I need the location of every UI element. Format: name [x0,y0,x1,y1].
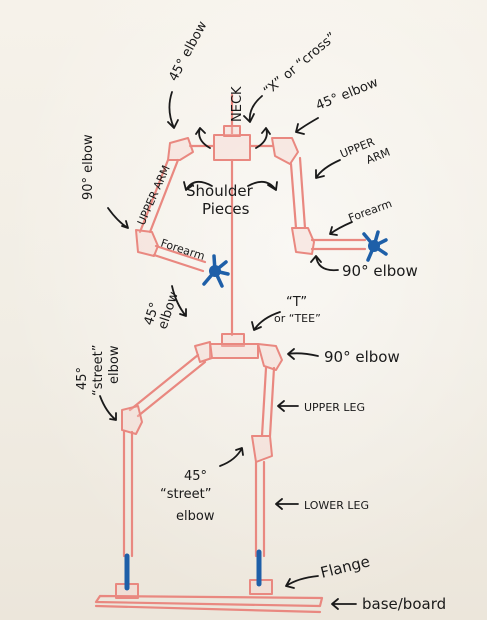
label-shoulder-pieces-2: Pieces [202,200,250,218]
left-upper-leg-pipe [128,353,200,412]
left-hand-blue [202,254,230,288]
label-tee-1: “T” [286,295,307,310]
right-upper-leg-pipe [260,366,268,438]
label-flange: Flange [319,552,372,582]
label-street-left-3: elbow [107,345,122,384]
left-hip-elbow [194,341,213,363]
left-knee-street-elbow [121,405,143,435]
right-hip-90-elbow [257,343,283,371]
right-knee-street-elbow [251,435,273,463]
label-upper-arm-left: UPPER ARM [135,163,173,227]
annotation-arrows [99,91,357,610]
arrow-90-elbow-left [107,207,129,229]
arrow-cross [243,95,263,123]
label-shoulder-pieces-1: Shoulder [186,182,254,200]
arrow-forearm-right [329,221,353,236]
label-street-left-1: 45° [75,367,90,390]
label-90-elbow-right: 90° elbow [342,262,418,280]
tee-fitting [209,343,259,359]
label-lower-leg: LOWER LEG [304,499,369,512]
arrow-tee [251,311,281,331]
label-90-elbow-hip: 90° elbow [324,348,400,366]
label-90-elbow-left: 90° elbow [81,134,96,200]
arrow-shoulder-left [195,127,211,149]
label-45-elbow-right-shoulder: 45° elbow [314,75,381,114]
label-street-mid-3: elbow [176,509,215,524]
arrow-45-elbow-right [295,117,319,135]
right-hand-blue [362,230,388,262]
label-tee-2: or “TEE” [274,312,321,325]
blue-parts [124,230,388,591]
base-board [94,594,324,608]
left-forearm-pipe [154,244,207,264]
arrow-street-mid [219,447,244,467]
arrow-45-elbow-left [167,91,179,129]
arrow-lower-leg [275,498,299,510]
label-45-elbow-left-shoulder: 45° elbow [166,19,210,84]
label-street-mid-2: “street” [160,487,212,502]
arrow-upper-arm-right [315,159,341,179]
label-cross: “X” or “cross” [261,30,339,99]
cross-fitting-top [223,125,241,137]
right-upper-arm-pipe [289,162,298,230]
arrow-90-elbow-right [310,255,339,272]
left-upper-arm-pipe [138,158,170,234]
label-street-mid-1: 45° [184,469,207,484]
arrow-shoulder-right [255,127,271,149]
arrow-upper-leg [277,400,299,412]
left-shoulder-elbow [167,137,194,161]
label-base-board: base/board [362,595,446,613]
label-street-left-2: “street” [91,345,106,397]
labels: NECK “X” or “cross” 45° elbow 45° elbow … [75,19,446,613]
right-arm-90-elbow [291,227,315,255]
arrow-90-elbow-hip [287,348,319,360]
arrow-base-board [331,598,357,610]
cross-fitting [213,134,251,161]
label-forearm-right: Forearm [347,197,394,225]
label-45-elbow-hip-1: 45° [142,301,163,328]
left-arm-90-elbow [135,229,159,257]
arrow-flange [285,575,319,589]
pipe-structure [94,93,367,614]
arrow-45-elbow-hip [171,285,187,317]
arrow-street-left [99,395,117,421]
label-neck: NECK [230,86,245,122]
right-shoulder-elbow [271,137,299,165]
label-upper-leg: UPPER LEG [304,401,365,414]
